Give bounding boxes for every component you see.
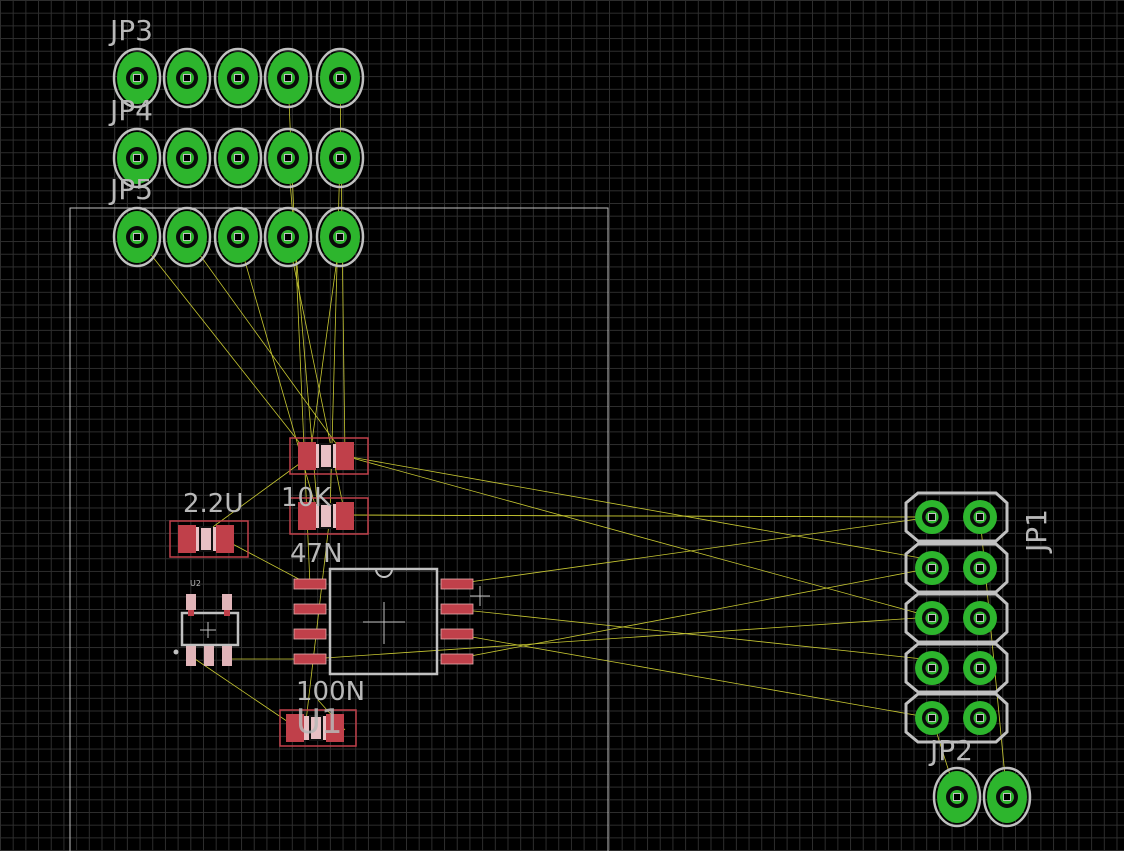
header-jp1-outline bbox=[904, 491, 1009, 744]
ratsnest-airwires bbox=[136, 77, 1008, 798]
header-jp1-label: JP1 bbox=[1020, 509, 1053, 554]
jp3-pin-5[interactable] bbox=[315, 47, 365, 109]
jp1-pin-4[interactable] bbox=[963, 551, 997, 585]
header-jp1-pins[interactable] bbox=[915, 500, 997, 735]
header-jp2[interactable]: JP2 bbox=[928, 734, 1032, 828]
jp2-pin-1[interactable] bbox=[932, 766, 982, 828]
jp1-pin-6[interactable] bbox=[963, 601, 997, 635]
jp1-pin-8[interactable] bbox=[963, 651, 997, 685]
capacitor-c47n[interactable] bbox=[289, 497, 369, 535]
header-jp2-label: JP2 bbox=[928, 734, 973, 767]
header-jp1[interactable]: JP1 bbox=[904, 491, 1053, 744]
header-jp3-pins[interactable] bbox=[112, 47, 365, 109]
jp5-pin-5[interactable] bbox=[315, 206, 365, 268]
capacitor-c100n[interactable] bbox=[279, 709, 357, 747]
jp2-pin-2[interactable] bbox=[982, 766, 1032, 828]
jp1-pin-1[interactable] bbox=[915, 500, 949, 534]
jp1-pin-7[interactable] bbox=[915, 651, 949, 685]
jp1-pin-5[interactable] bbox=[915, 601, 949, 635]
jp3-pin-4[interactable] bbox=[263, 47, 313, 109]
header-jp5-pins[interactable] bbox=[112, 206, 365, 268]
jp4-pin-4[interactable] bbox=[263, 127, 313, 189]
jp4-pin-1[interactable] bbox=[112, 127, 162, 189]
header-jp5-label: JP5 bbox=[108, 173, 153, 206]
jp3-pin-1[interactable] bbox=[112, 47, 162, 109]
ic-u1[interactable] bbox=[293, 567, 474, 676]
jp4-pin-3[interactable] bbox=[213, 127, 263, 189]
capacitor-2u2-label: 2.2U bbox=[183, 489, 243, 519]
capacitor-100n-label: 100N bbox=[296, 677, 365, 707]
jp4-pin-5[interactable] bbox=[315, 127, 365, 189]
header-jp3-label: JP3 bbox=[108, 14, 153, 47]
jp5-pin-3[interactable] bbox=[213, 206, 263, 268]
header-jp2-pins[interactable] bbox=[932, 766, 1032, 828]
jp1-pin-3[interactable] bbox=[915, 551, 949, 585]
regulator-u2-label: U2 bbox=[190, 579, 201, 588]
jp1-pin-10[interactable] bbox=[963, 701, 997, 735]
header-jp4-pins[interactable] bbox=[112, 127, 365, 189]
jp5-pin-1[interactable] bbox=[112, 206, 162, 268]
header-jp3[interactable]: JP3 bbox=[108, 14, 365, 109]
jp5-pin-2[interactable] bbox=[162, 206, 212, 268]
regulator-u2[interactable]: U2 bbox=[173, 579, 240, 666]
jp3-pin-2[interactable] bbox=[162, 47, 212, 109]
capacitor-47n-label: 47N bbox=[290, 539, 343, 569]
ic-u1-label: U1 bbox=[296, 702, 343, 742]
cursor-crosshair bbox=[470, 586, 490, 606]
header-jp4-label: JP4 bbox=[108, 94, 153, 127]
jp5-pin-4[interactable] bbox=[263, 206, 313, 268]
resistor-r1[interactable] bbox=[289, 437, 369, 475]
jp1-pin-2[interactable] bbox=[963, 500, 997, 534]
jp3-pin-3[interactable] bbox=[213, 47, 263, 109]
capacitor-c2u2[interactable] bbox=[169, 520, 249, 558]
header-jp5[interactable]: JP5 bbox=[108, 173, 365, 268]
header-jp4[interactable]: JP4 bbox=[108, 94, 365, 189]
jp4-pin-2[interactable] bbox=[162, 127, 212, 189]
resistor-10k-label: 10K bbox=[281, 483, 332, 513]
jp1-pin-9[interactable] bbox=[915, 701, 949, 735]
